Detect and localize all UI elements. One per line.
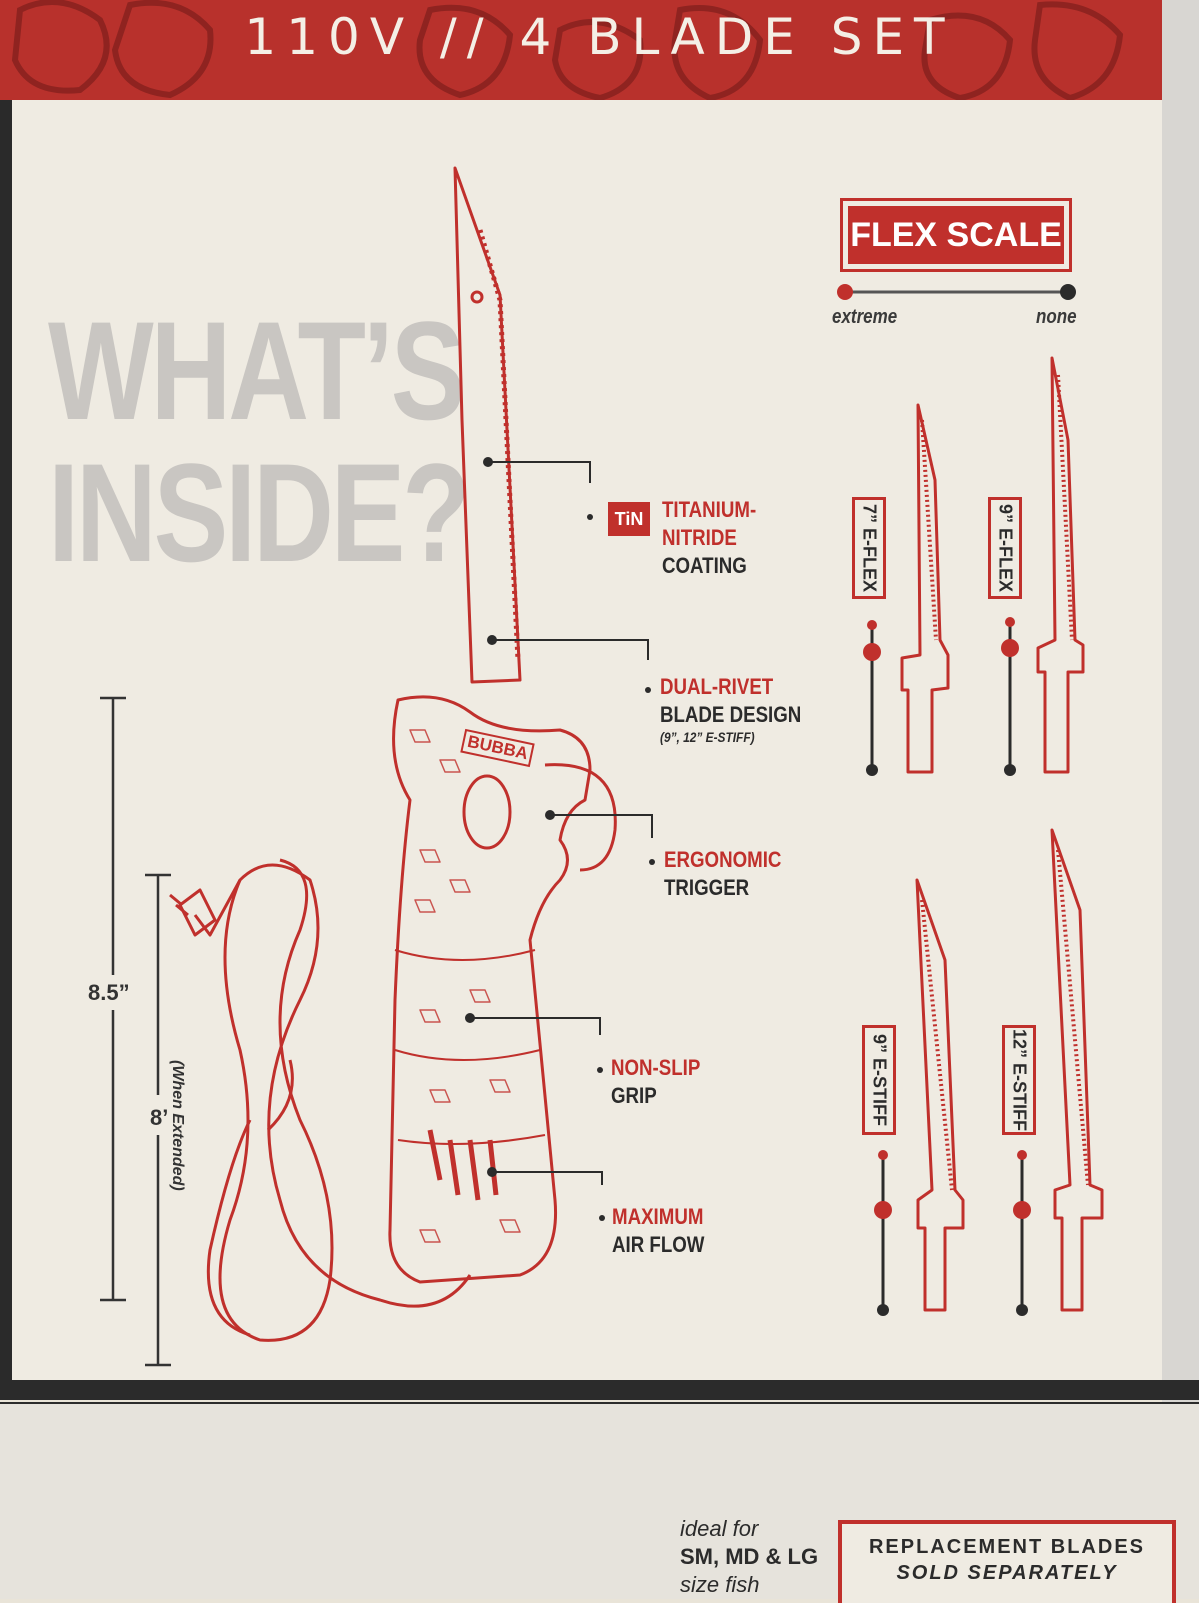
feature-non-slip-grip: NON-SLIP GRIP (611, 1054, 700, 1110)
heading-line-1: WHAT’S (48, 292, 465, 449)
flex-scale-title: FLEX SCALE (848, 206, 1064, 264)
feature-maximum-air-flow: MAXIMUM AIR FLOW (612, 1203, 704, 1259)
feature-label-dark: GRIP (611, 1083, 657, 1108)
feature-label-red: DUAL-RIVET (660, 674, 774, 699)
feature-titanium-coating: TITANIUM- NITRIDE COATING (662, 496, 756, 580)
feature-dual-rivet: DUAL-RIVET BLADE DESIGN (9”, 12” E-STIFF… (660, 673, 801, 745)
content-panel (12, 100, 1162, 1385)
blade-label-7-eflex: 7” E-FLEX (852, 497, 886, 599)
main-blade-icon (453, 166, 522, 684)
blade-12-estiff-icon (1050, 828, 1104, 1312)
blade-7-eflex-icon (900, 403, 950, 774)
header-band: 110V // 4 BLADE SET (0, 0, 1199, 100)
feature-label-red: MAXIMUM (612, 1204, 704, 1229)
feature-label-dark: BLADE DESIGN (660, 702, 802, 727)
flex-scale-badge: FLEX SCALE (840, 198, 1072, 272)
replacement-line-2: SOLD SEPARATELY (896, 1562, 1118, 1584)
feature-label-dark: TRIGGER (664, 875, 750, 900)
feature-label-red-2: NITRIDE (662, 525, 737, 550)
power-cord-icon (218, 858, 472, 1342)
feature-note: (9”, 12” E-STIFF) (660, 729, 755, 745)
feature-label-red: TITANIUM- (662, 497, 757, 522)
knife-handle-icon (388, 695, 592, 1284)
feature-label-red: NON-SLIP (611, 1055, 701, 1080)
divider-thin (0, 1402, 1199, 1404)
feature-label-red: ERGONOMIC (664, 847, 782, 872)
blade-9-estiff-icon (915, 878, 965, 1312)
left-edge-strip (0, 100, 12, 1390)
honeycomb-pattern (11, 0, 1124, 100)
blade-9-eflex-icon (1036, 356, 1085, 774)
whats-inside-heading: WHAT’S INSIDE? (48, 292, 471, 591)
tin-badge: TiN (608, 502, 650, 536)
feature-label-dark: COATING (662, 553, 747, 578)
blade-label-9-eflex: 9” E-FLEX (988, 497, 1022, 599)
replacement-line-1: REPLACEMENT BLADES (868, 1536, 1145, 1558)
replacement-blades-box: REPLACEMENT BLADES SOLD SEPARATELY (838, 1520, 1176, 1603)
ideal-line-3: size fish (680, 1572, 760, 1597)
ideal-line-1: ideal for (680, 1516, 759, 1541)
ideal-for-text: ideal for SM, MD & LG size fish (680, 1515, 818, 1599)
cord-extended-note: (When Extended) (169, 1060, 186, 1191)
right-edge-strip (1162, 0, 1199, 1599)
blade-label-12-estiff: 12” E-STIFF (1002, 1025, 1036, 1135)
blade-label-9-estiff: 9” E-STIFF (862, 1025, 896, 1135)
divider-thick (0, 1380, 1199, 1400)
cord-length-label: 8’ (150, 1105, 169, 1130)
feature-ergonomic-trigger: ERGONOMIC TRIGGER (664, 846, 781, 902)
heading-line-2: INSIDE? (48, 434, 471, 591)
flex-scale-right-label: none (1036, 306, 1077, 328)
ideal-line-2: SM, MD & LG (680, 1544, 819, 1569)
knife-length-label: 8.5” (88, 980, 130, 1005)
flex-scale-left-label: extreme (832, 306, 898, 328)
feature-label-dark: AIR FLOW (612, 1232, 705, 1257)
header-title: 110V // 4 BLADE SET (244, 8, 955, 66)
